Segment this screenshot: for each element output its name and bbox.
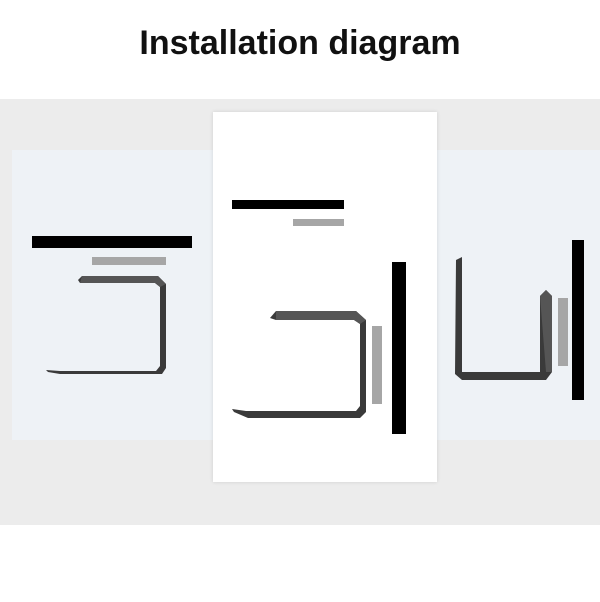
bracket-icon — [232, 311, 366, 418]
bracket-icon — [46, 276, 166, 374]
right-diagram — [455, 240, 584, 400]
wall-bar — [392, 262, 406, 434]
bracket-face — [276, 311, 366, 324]
spacer-bar — [92, 257, 166, 265]
page-title: Installation diagram — [139, 24, 461, 62]
panel-left — [12, 150, 222, 440]
shelf-bar — [232, 200, 344, 209]
bracket-face — [80, 276, 166, 287]
wall-bar — [572, 240, 584, 400]
shelf-bar — [32, 236, 192, 248]
left-diagram — [32, 236, 192, 374]
spacer-bar — [293, 219, 344, 226]
wall-spacer — [372, 326, 382, 404]
wall-spacer — [558, 298, 568, 366]
bracket-face — [540, 290, 552, 372]
center-diagram — [232, 200, 406, 434]
bracket-icon — [455, 257, 552, 380]
